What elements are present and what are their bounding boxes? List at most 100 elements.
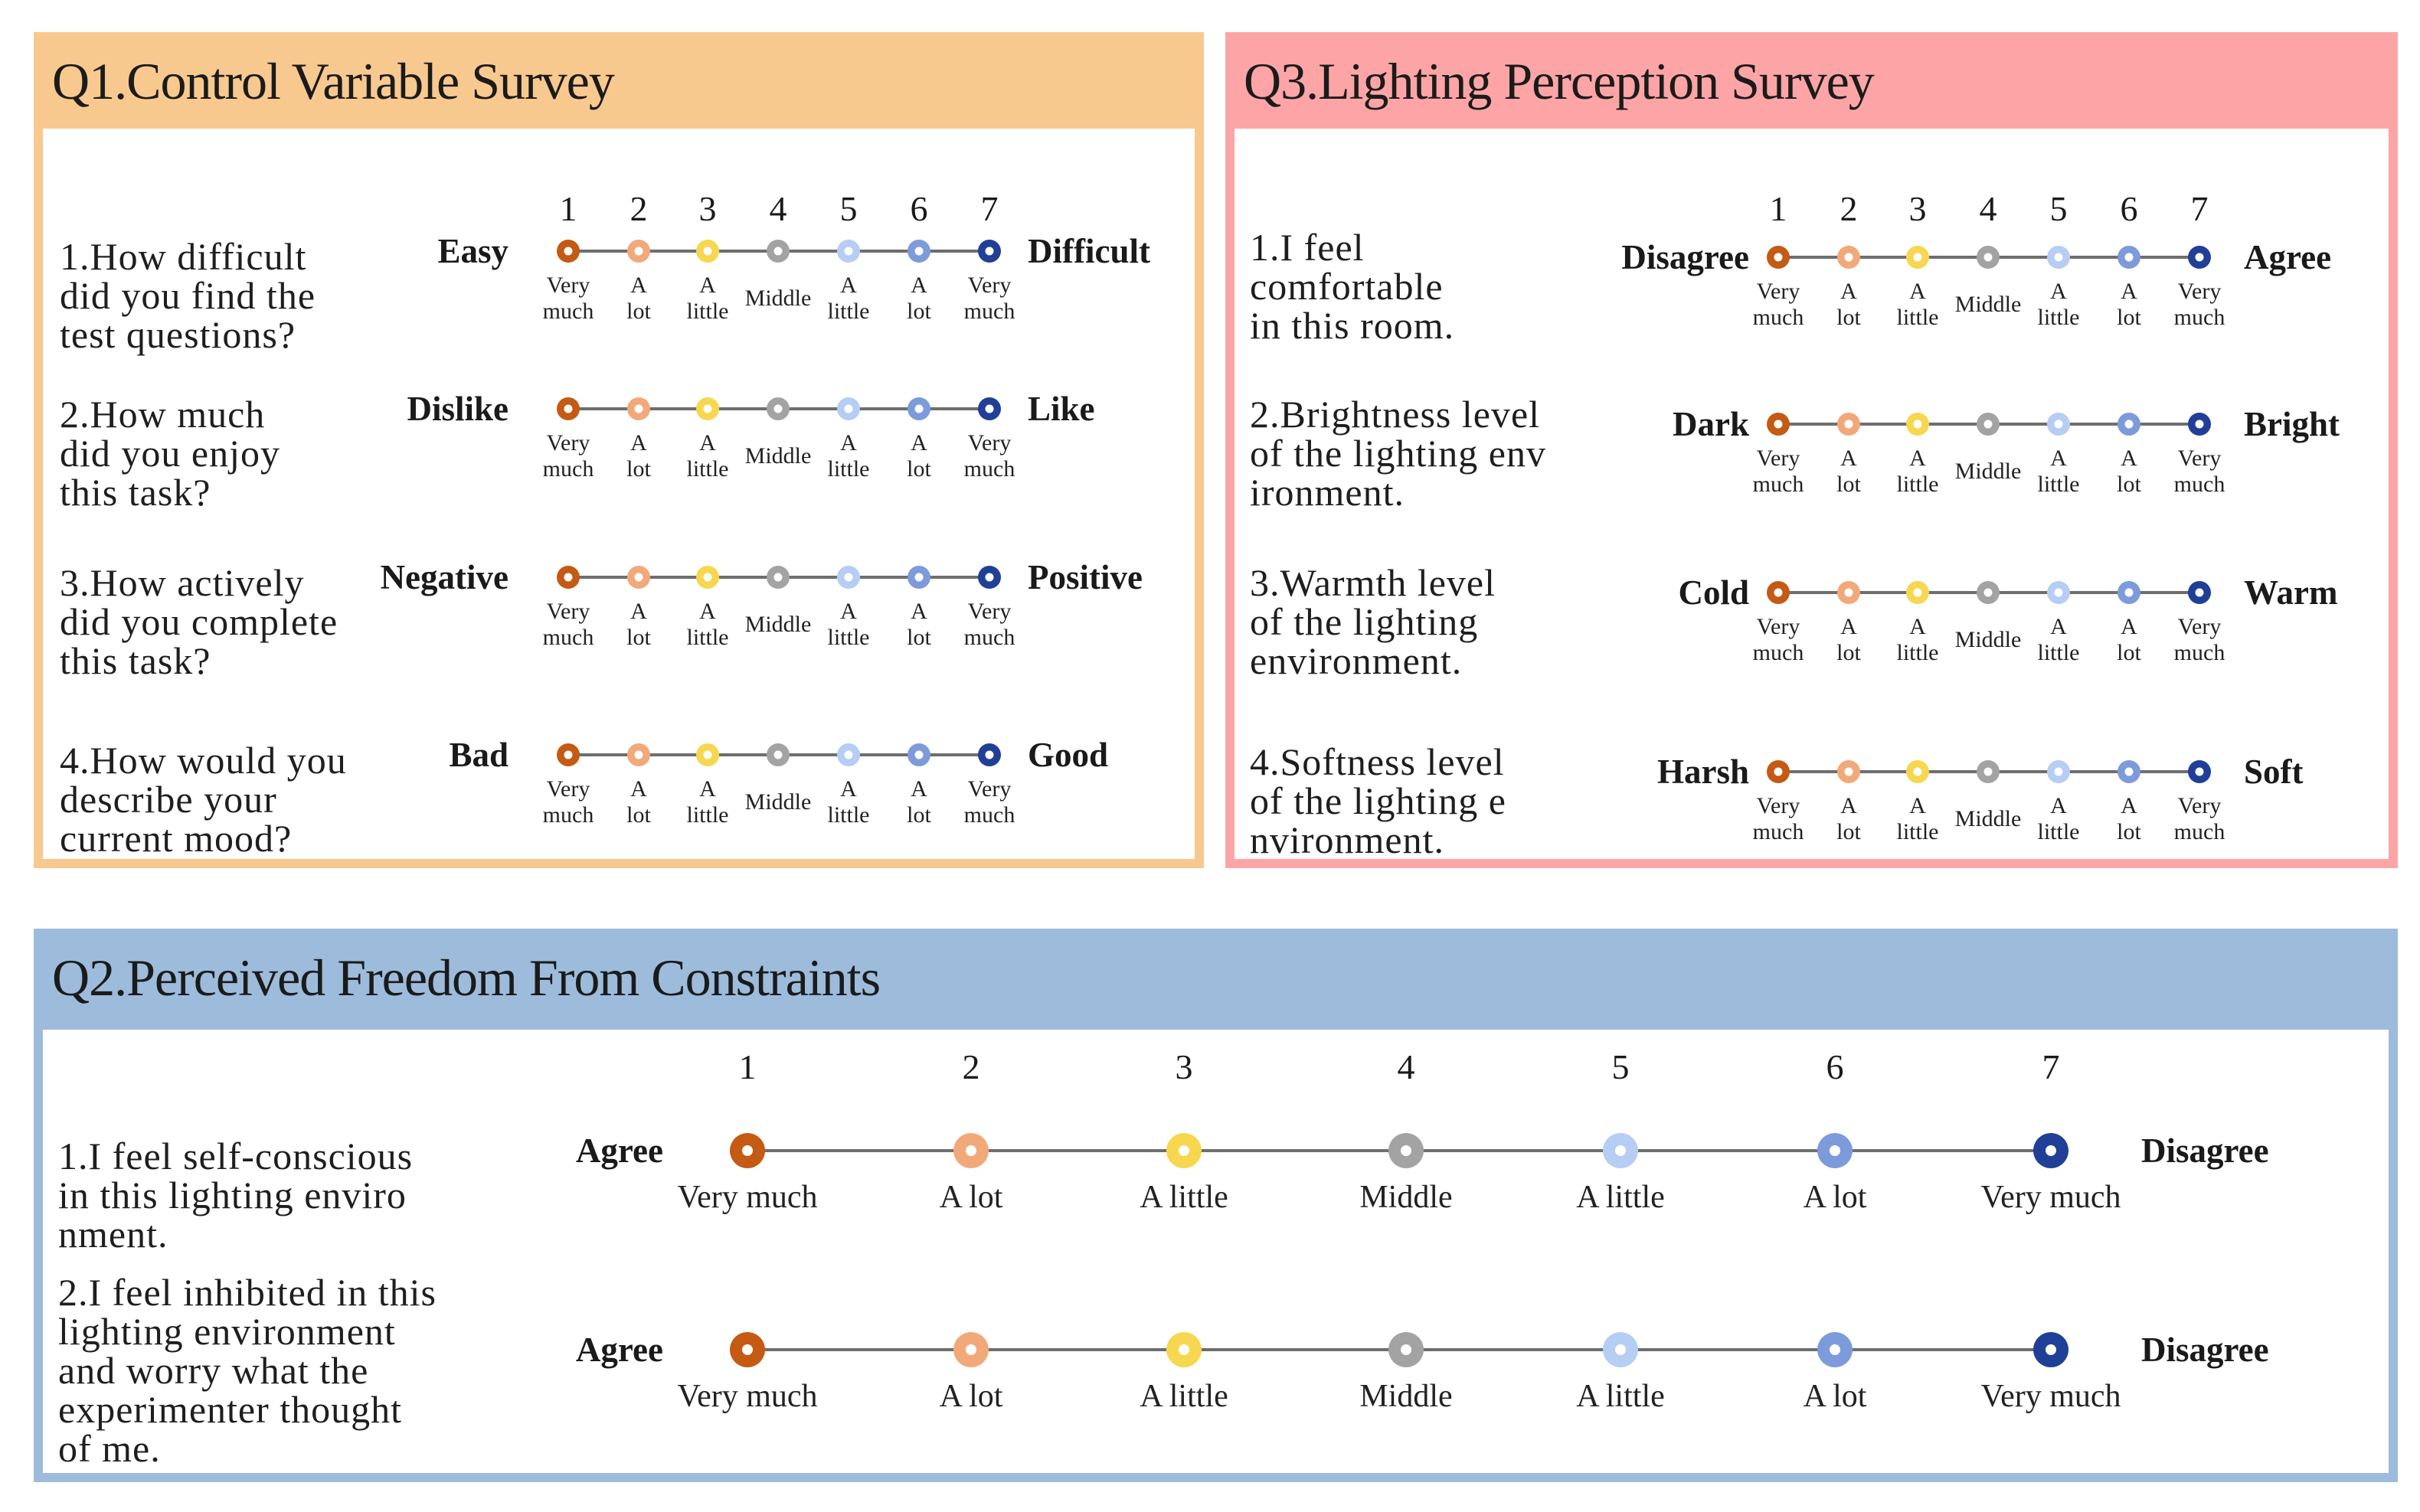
scale-point-4[interactable] [1977,581,2000,604]
scale-point-2[interactable] [627,743,650,766]
scale-point-4[interactable] [1388,1133,1424,1168]
scale-point-5[interactable] [837,566,860,589]
scale-point-label-line: lot [907,625,931,650]
scale-point-label-line: lot [1836,640,1861,665]
scale-point-6[interactable] [908,566,930,589]
scale-point-center [914,247,924,256]
scale-point-3[interactable] [696,566,719,589]
scale-point-3[interactable] [1906,760,1929,783]
scale-point-1[interactable] [557,743,580,766]
scale-point-label-line: much [542,299,594,324]
scale-point-1[interactable] [730,1332,765,1367]
scale-point-4[interactable] [1388,1332,1424,1367]
scale-point-3[interactable] [1166,1133,1202,1168]
scale-point-6[interactable] [908,743,930,766]
scale-point-5[interactable] [1603,1332,1638,1367]
scale-point-2[interactable] [953,1133,989,1168]
scale-point-3[interactable] [1166,1332,1202,1367]
scale-point-2[interactable] [627,566,650,589]
scale-point-1[interactable] [557,566,580,589]
scale-point-2[interactable] [627,397,650,420]
scale-point-3[interactable] [1906,581,1929,604]
scale-point-7[interactable] [2188,760,2211,783]
scale-point-7[interactable] [2188,246,2211,269]
scale-point-5[interactable] [2047,413,2070,436]
question-line: 3.How actively [60,561,305,604]
scale-point-label-line: much [2173,472,2225,497]
scale-point-1[interactable] [1767,581,1790,604]
scale-point-1[interactable] [557,240,580,263]
scale-point-2[interactable] [1837,246,1860,269]
scale-point-6[interactable] [2118,413,2140,436]
scale-point-7[interactable] [2033,1332,2068,1367]
scale-point-6[interactable] [1817,1133,1853,1168]
question-line: in this lighting enviro [58,1174,407,1216]
scale-point-7[interactable] [2188,581,2211,604]
scale-point-4[interactable] [767,566,790,589]
scale-point-label-line: lot [626,456,651,482]
scale-point-7[interactable] [2188,413,2211,436]
scale-point-4[interactable] [1977,246,2000,269]
question-line: did you find the [60,274,316,317]
scale-point-6[interactable] [2118,581,2140,604]
scale-point-7[interactable] [978,566,1001,589]
scale-point-4[interactable] [767,397,790,420]
scale-point-label-line: A [1840,614,1857,639]
scale-point-1[interactable] [1767,760,1790,783]
scale-point-5[interactable] [1603,1133,1638,1168]
question-line: of the lighting env [1250,432,1546,475]
scale-point-7[interactable] [978,240,1001,263]
scale-point-4[interactable] [767,240,790,263]
scale-point-6[interactable] [1817,1332,1853,1367]
scale-point-1[interactable] [1767,413,1790,436]
scale-point-3[interactable] [696,743,719,766]
scale-point-3[interactable] [696,240,719,263]
scale-point-5[interactable] [2047,246,2070,269]
scale-point-2[interactable] [1837,581,1860,604]
scale-point-4[interactable] [767,743,790,766]
scale-point-label-line: A [2050,614,2067,639]
scale-point-5[interactable] [2047,581,2070,604]
scale-point-6[interactable] [2118,246,2140,269]
scale-point-label: Middle [745,443,812,469]
scale-point-6[interactable] [2118,760,2140,783]
scale-point-label-line: Very [546,599,590,624]
scale-point-7[interactable] [978,397,1001,420]
scale-point-center [1615,1145,1626,1156]
scale-point-2[interactable] [1837,413,1860,436]
scale-point-4[interactable] [1977,760,2000,783]
scale-point-label: A lot [1803,1379,1867,1414]
scale-point-center [1830,1344,1840,1355]
scale-point-2[interactable] [1837,760,1860,783]
scale-number-5: 5 [1611,1047,1630,1086]
scale-point-1[interactable] [730,1133,765,1168]
scale-point-center [1913,767,1922,776]
scale-point-center [2195,420,2204,429]
scale-number-4: 4 [1397,1047,1415,1086]
scale-anchor-right: Disagree [2141,1132,2269,1170]
scale-point-5[interactable] [837,743,860,766]
scale-point-3[interactable] [1906,246,1929,269]
scale-point-6[interactable] [908,240,930,263]
scale-point-7[interactable] [2033,1133,2068,1168]
scale-point-1[interactable] [1767,246,1790,269]
scale-point-3[interactable] [696,397,719,420]
scale-point-7[interactable] [978,743,1001,766]
scale-point-4[interactable] [1977,413,2000,436]
scale-point-2[interactable] [953,1332,989,1367]
scale-point-5[interactable] [837,397,860,420]
scale-point-6[interactable] [908,397,930,420]
scale-point-1[interactable] [557,397,580,420]
scale-point-5[interactable] [837,240,860,263]
scale-point-3[interactable] [1906,413,1929,436]
scale-point-5[interactable] [2047,760,2070,783]
scale-point-2[interactable] [627,240,650,263]
